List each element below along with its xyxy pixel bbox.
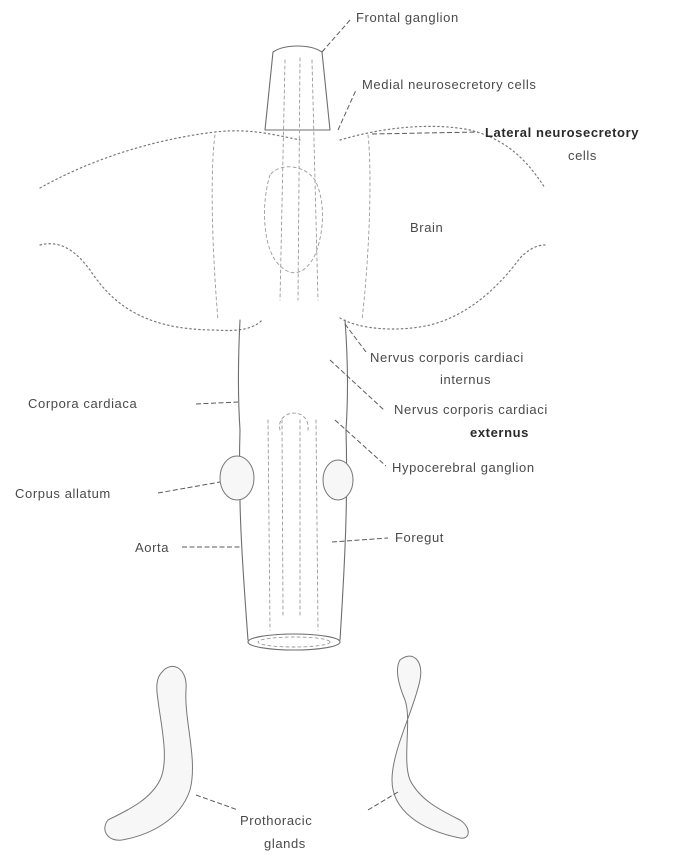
label-nervus-externi-line2: externus (470, 425, 529, 440)
label-nervus-interni-line2: internus (440, 372, 491, 387)
label-hypocerebral-ganglion: Hypocerebral ganglion (392, 460, 535, 475)
leader-nervus-externi (330, 360, 384, 410)
label-prothoracic-line1: Prothoracic (240, 813, 312, 828)
corpus-allatum-right (323, 460, 353, 500)
leader-prothoracic-left (196, 795, 238, 810)
leader-foregut (332, 538, 388, 542)
prothoracic-gland-left (105, 666, 193, 840)
brain-center-mass (265, 167, 323, 273)
label-corpora-cardiaca: Corpora cardiaca (28, 396, 137, 411)
brain-lobe-left (212, 135, 218, 320)
corpus-allatum-left (220, 456, 254, 500)
foregut-outline (239, 430, 346, 640)
brain-outline (40, 126, 545, 330)
label-lateral-nsc-line1: Lateral neurosecretory (485, 125, 639, 140)
foregut-opening (248, 634, 340, 650)
leader-medial-nsc (338, 90, 356, 130)
label-aorta: Aorta (135, 540, 169, 555)
prothoracic-gland-right (392, 656, 468, 838)
foregut-opening-inner (258, 637, 330, 647)
label-frontal-ganglion: Frontal ganglion (356, 10, 459, 25)
hypocerebral-loop (280, 413, 309, 430)
leader-prothoracic-right (368, 792, 398, 810)
leader-corpus-allatum (158, 482, 220, 493)
label-medial-nsc: Medial neurosecretory cells (362, 77, 536, 92)
label-nervus-interni-line1: Nervus corporis cardiaci (370, 350, 524, 365)
aorta-lines (268, 420, 318, 630)
label-prothoracic-line2: glands (264, 836, 306, 851)
frontal-ganglion-shape (265, 46, 330, 130)
leader-nervus-interni (345, 324, 366, 352)
label-corpus-allatum: Corpus allatum (15, 486, 111, 501)
brain-lobe-right (362, 135, 370, 320)
label-lateral-nsc-line2: cells (568, 148, 597, 163)
leader-corpora-cardiaca (196, 402, 238, 404)
frontal-connective-lines (280, 58, 318, 300)
label-brain: Brain (410, 220, 443, 235)
leader-lateral-nsc (372, 132, 478, 134)
label-foregut: Foregut (395, 530, 444, 545)
label-nervus-externi-line1: Nervus corporis cardiaci (394, 402, 548, 417)
leader-hypocerebral (335, 420, 386, 466)
leader-frontal-ganglion (322, 20, 350, 52)
